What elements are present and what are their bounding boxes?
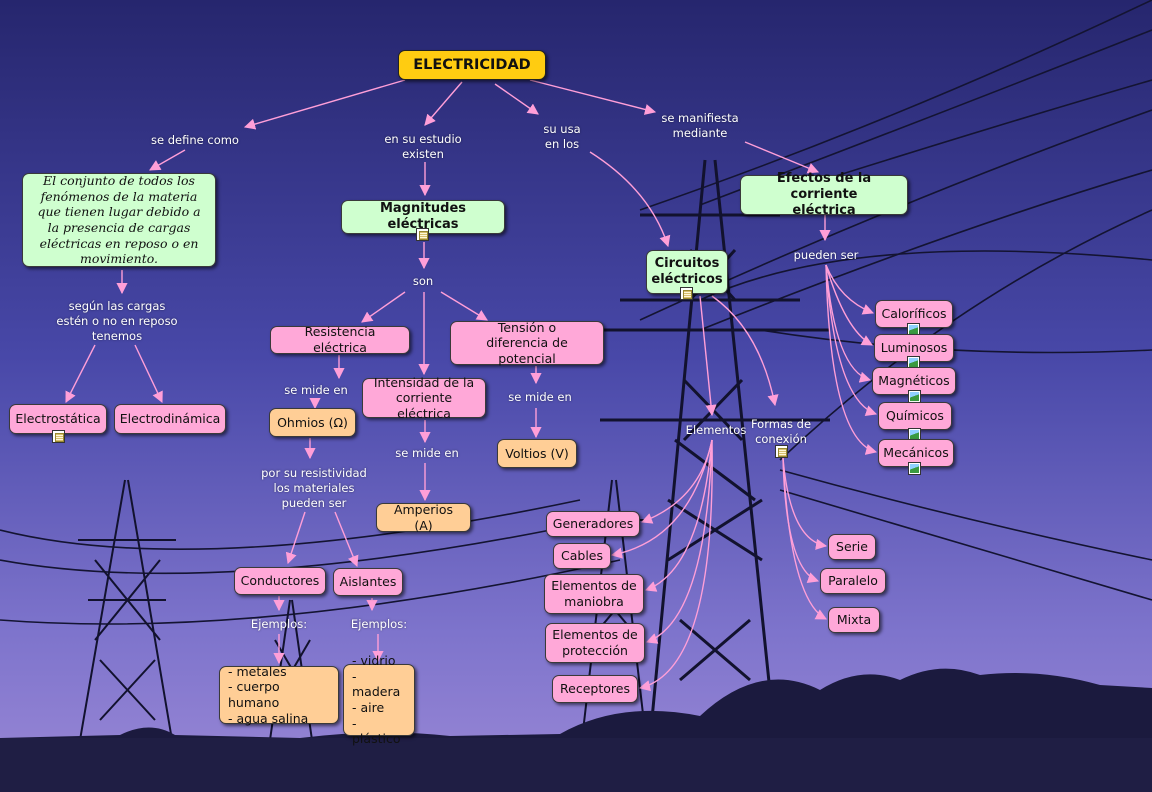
label-mide-tension: se mide en xyxy=(508,390,572,405)
label-uso: su usa en los xyxy=(543,122,580,152)
aislantes-text: Aislantes xyxy=(340,574,397,590)
document-icon[interactable] xyxy=(416,228,429,241)
label-ejemplos-conductores: Ejemplos: xyxy=(251,617,307,632)
aislantes-node[interactable]: Aislantes xyxy=(333,568,403,596)
label-formas-conexion: Formas de conexión xyxy=(751,417,811,447)
efectos-text: Efectos de la corriente eléctrica xyxy=(747,171,901,220)
tension-node[interactable]: Tensión o diferencia de potencial xyxy=(450,321,604,365)
image-icon[interactable] xyxy=(908,462,921,475)
label-manifiesta: se manifiesta mediante xyxy=(661,111,738,141)
aislantes-ejemplos-text: - vidrio - madera - aire - plástico xyxy=(352,653,406,747)
electrostatica-text: Electrostática xyxy=(15,411,100,427)
ohmios-text: Ohmios (Ω) xyxy=(277,415,348,431)
document-icon[interactable] xyxy=(52,430,65,443)
label-resistividad: por su resistividad los materiales puede… xyxy=(261,466,367,511)
label-estudio: en su estudio existen xyxy=(384,132,461,162)
maniobra-text: Elementos de maniobra xyxy=(551,578,637,609)
label-se-define: se define como xyxy=(151,133,239,148)
caloricos-text: Caloríficos xyxy=(881,306,946,322)
receptores-text: Receptores xyxy=(560,681,630,697)
definition-text: El conjunto de todos los fenómenos de la… xyxy=(31,173,207,267)
proteccion-text: Elementos de protección xyxy=(552,627,638,658)
magneticos-text: Magnéticos xyxy=(878,373,949,389)
title-node[interactable]: ELECTRICIDAD xyxy=(398,50,546,80)
conductores-text: Conductores xyxy=(241,573,320,589)
tension-text: Tensión o diferencia de potencial xyxy=(457,320,597,367)
label-elementos: Elementos xyxy=(686,423,747,438)
luminosos-text: Luminosos xyxy=(881,340,948,356)
cables-text: Cables xyxy=(561,548,603,564)
resistencia-node[interactable]: Resistencia eléctrica xyxy=(270,326,410,354)
proteccion-node[interactable]: Elementos de protección xyxy=(545,623,645,663)
label-segun: según las cargas estén o no en reposo te… xyxy=(56,299,177,344)
electrodinamica-text: Electrodinámica xyxy=(120,411,221,427)
serie-node[interactable]: Serie xyxy=(828,534,876,560)
efectos-node[interactable]: Efectos de la corriente eléctrica xyxy=(740,175,908,215)
conductores-ejemplos-text: - metales - cuerpo humano - agua salina xyxy=(228,664,330,727)
amperios-text: Amperios (A) xyxy=(383,502,464,533)
document-icon[interactable] xyxy=(775,445,788,458)
amperios-node[interactable]: Amperios (A) xyxy=(376,503,471,532)
intensidad-node[interactable]: Intensidad de la corriente eléctrica xyxy=(362,378,486,418)
label-mide-resistencia: se mide en xyxy=(284,383,348,398)
voltios-text: Voltios (V) xyxy=(505,446,569,462)
paralelo-node[interactable]: Paralelo xyxy=(820,568,886,594)
paralelo-text: Paralelo xyxy=(828,573,878,589)
receptores-node[interactable]: Receptores xyxy=(552,675,638,703)
voltios-node[interactable]: Voltios (V) xyxy=(497,439,577,468)
label-pueden-ser: pueden ser xyxy=(794,248,859,263)
quimicos-node[interactable]: Químicos xyxy=(878,402,952,430)
generadores-node[interactable]: Generadores xyxy=(546,511,640,537)
ohmios-node[interactable]: Ohmios (Ω) xyxy=(269,408,356,437)
maniobra-node[interactable]: Elementos de maniobra xyxy=(544,574,644,614)
label-ejemplos-aislantes: Ejemplos: xyxy=(351,617,407,632)
electrodinamica-node[interactable]: Electrodinámica xyxy=(114,404,226,434)
title-text: ELECTRICIDAD xyxy=(413,56,530,74)
quimicos-text: Químicos xyxy=(886,408,944,424)
mecanicos-text: Mecánicos xyxy=(883,445,948,461)
document-icon[interactable] xyxy=(680,287,693,300)
mixta-node[interactable]: Mixta xyxy=(828,607,880,633)
label-son: son xyxy=(413,274,433,289)
conductores-ejemplos-node[interactable]: - metales - cuerpo humano - agua salina xyxy=(219,666,339,724)
mixta-text: Mixta xyxy=(837,612,871,628)
label-mide-intensidad: se mide en xyxy=(395,446,459,461)
circuitos-text: Circuitos eléctricos xyxy=(651,256,722,289)
generadores-text: Generadores xyxy=(553,516,633,532)
resistencia-text: Resistencia eléctrica xyxy=(277,324,403,355)
aislantes-ejemplos-node[interactable]: - vidrio - madera - aire - plástico xyxy=(343,664,415,736)
definition-node[interactable]: El conjunto de todos los fenómenos de la… xyxy=(22,173,216,267)
serie-text: Serie xyxy=(836,539,868,555)
intensidad-text: Intensidad de la corriente eléctrica xyxy=(369,375,479,422)
conductores-node[interactable]: Conductores xyxy=(234,567,326,595)
cables-node[interactable]: Cables xyxy=(553,543,611,569)
